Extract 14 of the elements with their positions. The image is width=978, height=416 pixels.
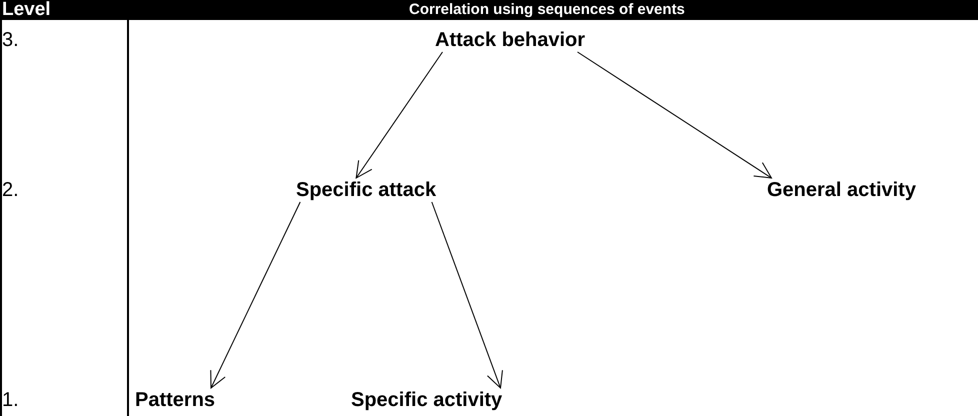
- diagram-title: Correlation using sequences of events: [409, 0, 685, 20]
- level-number: 2.: [2, 178, 19, 202]
- node-label: Patterns: [135, 388, 216, 412]
- column-heading: Level: [2, 0, 51, 20]
- node-label: Specific attack: [296, 178, 436, 202]
- node-label: Specific activity: [351, 388, 502, 412]
- arrow: [577, 52, 772, 178]
- level-number: 3.: [2, 28, 19, 52]
- arrow: [431, 202, 503, 388]
- arrow: [210, 202, 301, 388]
- node-label: Attack behavior: [435, 28, 586, 52]
- arrow: [356, 52, 443, 178]
- node-label: General activity: [767, 178, 916, 202]
- level-number: 1.: [2, 388, 19, 412]
